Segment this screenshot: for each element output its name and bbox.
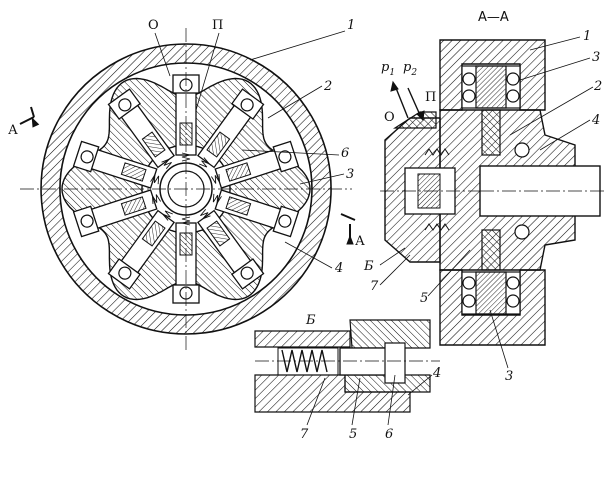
label-p2: p2 xyxy=(403,60,417,78)
label-a-left: А xyxy=(8,123,18,138)
detail-label-5: 5 xyxy=(349,427,357,442)
section-label-2: 2 xyxy=(593,79,602,94)
detail-block xyxy=(349,319,431,349)
label-p: П xyxy=(212,18,223,33)
section-label-4: 4 xyxy=(591,113,600,128)
label-6: 6 xyxy=(341,146,349,161)
detail-label-7: 7 xyxy=(300,427,309,442)
bearing-top xyxy=(461,65,521,109)
leader-lines xyxy=(154,30,346,269)
detail-housing xyxy=(254,330,351,348)
piston xyxy=(72,140,160,189)
section-label-o: О xyxy=(384,110,395,125)
distributor-ports xyxy=(392,111,437,129)
detail-view xyxy=(254,319,440,426)
piston xyxy=(196,88,265,169)
front-view xyxy=(19,28,356,350)
piston xyxy=(107,88,176,169)
detail-title: Б xyxy=(305,313,316,328)
detail-label-4: 4 xyxy=(432,366,441,381)
section-label-3-bottom: 3 xyxy=(505,369,513,384)
label-3: 3 xyxy=(346,167,354,182)
label-1: 1 xyxy=(347,18,355,33)
spring-bottom xyxy=(424,223,450,231)
label-p1: p1 xyxy=(381,60,395,78)
flow-arrow-p1 xyxy=(395,87,409,119)
label-o: О xyxy=(148,18,159,33)
section-title: А—А xyxy=(478,10,509,25)
stator-ring xyxy=(40,43,332,335)
section-label-1: 1 xyxy=(583,29,591,44)
section-mark-left xyxy=(19,106,35,125)
piston xyxy=(211,140,300,189)
spring-top xyxy=(424,148,450,156)
detail-label-6: 6 xyxy=(385,427,393,442)
piston-group xyxy=(72,74,300,304)
piston xyxy=(212,189,300,238)
section-view xyxy=(379,36,606,369)
label-a-right: А xyxy=(355,234,365,249)
piston xyxy=(72,189,161,238)
section-label-p: П xyxy=(425,90,436,105)
piston xyxy=(196,209,265,290)
label-2: 2 xyxy=(323,79,332,94)
piston xyxy=(107,209,176,290)
section-label-5: 5 xyxy=(420,291,428,306)
section-label-7: 7 xyxy=(370,279,379,294)
section-mark-right xyxy=(340,213,356,240)
bearing-bottom xyxy=(461,271,521,315)
labels: О П 1 2 6 3 4 А А А—А p1 p2 О П 1 3 2 4 … xyxy=(8,10,602,442)
flow-arrow-p2 xyxy=(407,87,421,116)
section-label-b: Б xyxy=(363,259,374,274)
label-4: 4 xyxy=(334,261,343,276)
section-label-3-top: 3 xyxy=(592,50,600,65)
